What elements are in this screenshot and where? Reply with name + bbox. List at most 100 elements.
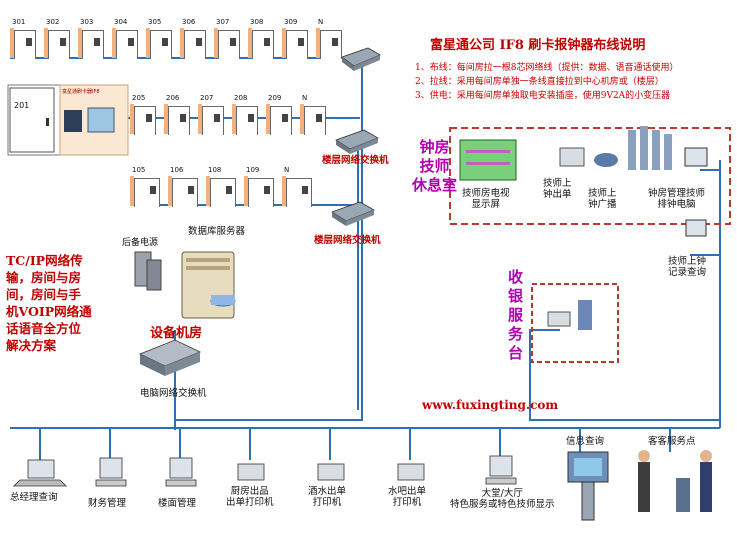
checkin-query-label: 技师上钟记录查询 [668, 256, 707, 278]
guest-service-label: 客客服务点 [648, 436, 696, 447]
side-line-1: TC/IP网络传 [6, 253, 83, 268]
db-server [181, 251, 236, 319]
drinks-printer-label: 酒水出单打印机 [308, 486, 347, 508]
floor1-rooms: 105 106 108 109 N [130, 166, 330, 210]
room-308: 308 [248, 18, 276, 59]
note-1: 1、布线：每间房拉一根8芯网络线（提供：数据、语音通话使用） [415, 63, 679, 73]
device-panel-text: 富星通刷卡器IF8 [62, 89, 100, 95]
room-number: 301 [12, 18, 26, 26]
floor2-rooms: 205 206 207 208 209 N [130, 94, 350, 138]
side-line-6: 解决方案 [6, 338, 57, 353]
schedule-pc-label: 钟房管理技师排钟电脑 [648, 188, 706, 210]
lobby-display-label: 大堂/大厅特色服务或特色技师显示 [450, 488, 555, 510]
room-205: 205 [130, 94, 158, 135]
room-number: N [318, 18, 324, 26]
room-309: 309 [282, 18, 310, 59]
room-206: 206 [164, 94, 192, 135]
info-kiosk [567, 451, 609, 521]
manager-query-label: 总经理查询 [10, 492, 58, 503]
room-302: 302 [44, 18, 72, 59]
side-line-2: 输，房间与房 [6, 270, 82, 285]
room-207: 207 [198, 94, 226, 135]
card-reader-panel [64, 110, 82, 132]
switch-top [341, 47, 381, 71]
floor-manage-label: 楼面管理 [158, 498, 197, 509]
room-number: 209 [268, 94, 282, 102]
pc-switch [139, 339, 201, 376]
room-number: 105 [132, 166, 146, 174]
guest-figures [638, 450, 712, 512]
db-server-label: 数据库服务器 [188, 226, 246, 237]
room-303: 303 [78, 18, 106, 59]
room-105: 105 [130, 166, 162, 207]
finance-label: 财务管理 [88, 498, 127, 509]
room-number: N [302, 94, 308, 102]
floor-switch-label-2: 楼层网络交换机 [314, 235, 381, 246]
room-number: 304 [114, 18, 128, 26]
kitchen-printer-label: 厨房出品出单打印机 [226, 486, 274, 508]
speaker-shape [594, 153, 618, 167]
room-number: 305 [148, 18, 162, 26]
note-3: 3、供电：采用每间房单独取电安装插座，使用9V2A的小变压器 [415, 91, 671, 101]
room-number: 208 [234, 94, 248, 102]
room-number: 303 [80, 18, 94, 26]
monitor-shape-2 [685, 219, 707, 237]
room-304: 304 [112, 18, 140, 59]
bar-printer-label: 水吧出单打印机 [388, 486, 427, 508]
pc-switch-label: 电脑网络交换机 [140, 388, 207, 399]
broadcast-label: 技师上钟广播 [588, 188, 617, 210]
tv-display-label: 技师房电视显示屏 [462, 188, 510, 210]
cashier-label: 收银服 务台 [508, 268, 524, 362]
room-106: 106 [168, 166, 200, 207]
room-N: N [282, 166, 314, 207]
room-N: N [316, 18, 344, 59]
room-number: 106 [170, 166, 184, 174]
room-number: 108 [208, 166, 222, 174]
clock-room-label: 钟房 技师 休息室 [412, 138, 457, 195]
room-N: N [300, 94, 328, 135]
printer-shape-1 [559, 147, 585, 167]
bottom-devices [13, 455, 517, 487]
room-number: 302 [46, 18, 60, 26]
cashier-box [531, 283, 619, 363]
monitor-shape-1 [684, 147, 708, 167]
room-number: N [284, 166, 290, 174]
clock-room-line-3: 休息室 [412, 176, 458, 194]
room-108: 108 [206, 166, 238, 207]
backup-power-label: 后备电源 [122, 238, 159, 248]
floor3-rooms: 301 302 303 304 305 306 307 308 309 N [10, 18, 360, 62]
room-number: 308 [250, 18, 264, 26]
side-line-3: 间，房间与手 [6, 287, 82, 302]
switch-floor2 [335, 129, 379, 154]
room-201-number: 201 [14, 101, 30, 110]
staff-figures [628, 126, 672, 170]
room-307: 307 [214, 18, 242, 59]
room-208: 208 [232, 94, 260, 135]
clock-room-box [449, 127, 731, 225]
trunk-cable [176, 60, 363, 421]
room-306: 306 [180, 18, 208, 59]
room-number: 206 [166, 94, 180, 102]
room-301: 301 [10, 18, 38, 59]
room-number: 307 [216, 18, 230, 26]
clock-room-line-1: 钟房 [419, 138, 450, 156]
info-query-label: 信息查询 [566, 436, 605, 447]
floor-switch-label-1: 楼层网络交换机 [322, 155, 389, 166]
tv-screen-shape [459, 139, 517, 181]
room-109: 109 [244, 166, 276, 207]
clock-order-label: 技师上钟出单 [543, 178, 572, 200]
room-number: 309 [284, 18, 298, 26]
page-title: 富星通公司 IF8 刷卡报钟器布线说明 [430, 38, 646, 53]
side-line-5: 话语音全方位 [6, 321, 82, 336]
clock-room-line-2: 技师 [419, 157, 450, 175]
room-305: 305 [146, 18, 174, 59]
room-209: 209 [266, 94, 294, 135]
room-number: 109 [246, 166, 260, 174]
note-2: 2、拉线：采用每间房单独一条线直接拉到中心机房或（楼层） [415, 77, 664, 87]
website-url: www.fuxingting.com [422, 398, 559, 412]
room-number: 207 [200, 94, 214, 102]
machine-room-label: 设备机房 [150, 326, 203, 341]
switch-floor1 [331, 201, 375, 226]
room-number: 306 [182, 18, 196, 26]
